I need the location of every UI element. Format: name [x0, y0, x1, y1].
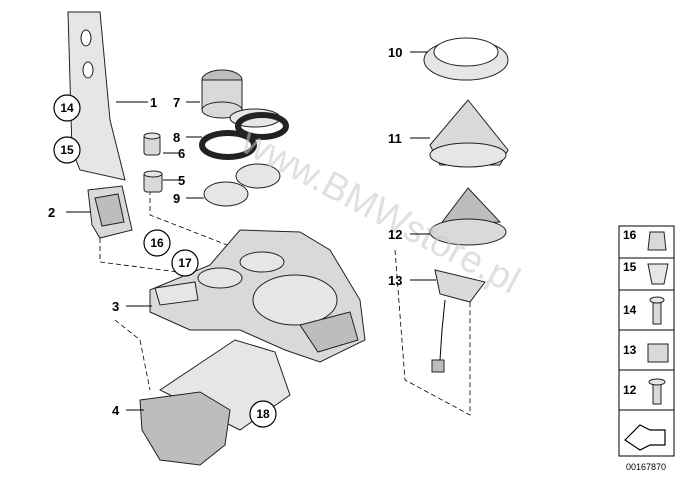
- callout-4: 4: [112, 403, 120, 418]
- part-inserts: [203, 163, 281, 207]
- callout-6: 6: [178, 146, 185, 161]
- clip-icon: [647, 263, 669, 285]
- callout-5: 5: [178, 173, 185, 188]
- circled-callouts: 14 15 16 17 18: [53, 94, 277, 428]
- legend-label-13: 13: [623, 343, 637, 357]
- callouts: 1 2 3 4 5 6 7 8 9 10 11 12 13: [48, 45, 402, 418]
- diagram-id: 00167870: [626, 462, 666, 472]
- circled-callout-18: 18: [256, 407, 270, 421]
- circled-callout-15: 15: [60, 143, 74, 157]
- part-trim-panel: [67, 11, 126, 181]
- legend-label-12: 12: [623, 383, 637, 397]
- part-shift-boot-lower: [429, 187, 507, 246]
- callout-9: 9: [173, 191, 180, 206]
- part-rings: [199, 112, 289, 160]
- callout-12: 12: [388, 227, 402, 242]
- arrow-icon: [624, 424, 666, 451]
- legend-label-15: 15: [623, 260, 637, 274]
- part-indicator-panel: [431, 269, 486, 373]
- part-top-ring: [423, 37, 509, 81]
- callout-13: 13: [388, 273, 402, 288]
- part-knob-cover: [87, 185, 133, 239]
- part-shift-boot-upper: [429, 99, 509, 168]
- part-holder: [143, 170, 163, 193]
- callout-2: 2: [48, 205, 55, 220]
- part-bushing: [143, 132, 161, 156]
- callout-7: 7: [173, 95, 180, 110]
- part-center-console: [149, 229, 366, 363]
- callout-11: 11: [388, 131, 402, 146]
- fastener-legend: 16 15 14 13 12: [618, 225, 675, 457]
- circled-callout-16: 16: [150, 236, 164, 250]
- callout-10: 10: [388, 45, 402, 60]
- nut-icon: [647, 231, 667, 251]
- callout-1: 1: [150, 95, 157, 110]
- screw-icon: [652, 299, 662, 325]
- bracket-nut-icon: [647, 343, 669, 363]
- circled-callout-17: 17: [178, 256, 192, 270]
- callout-8: 8: [173, 130, 180, 145]
- callout-3: 3: [112, 299, 119, 314]
- legend-label-16: 16: [623, 228, 637, 242]
- leader-lines: [66, 51, 436, 411]
- legend-label-14: 14: [623, 303, 637, 317]
- circled-callout-14: 14: [60, 101, 74, 115]
